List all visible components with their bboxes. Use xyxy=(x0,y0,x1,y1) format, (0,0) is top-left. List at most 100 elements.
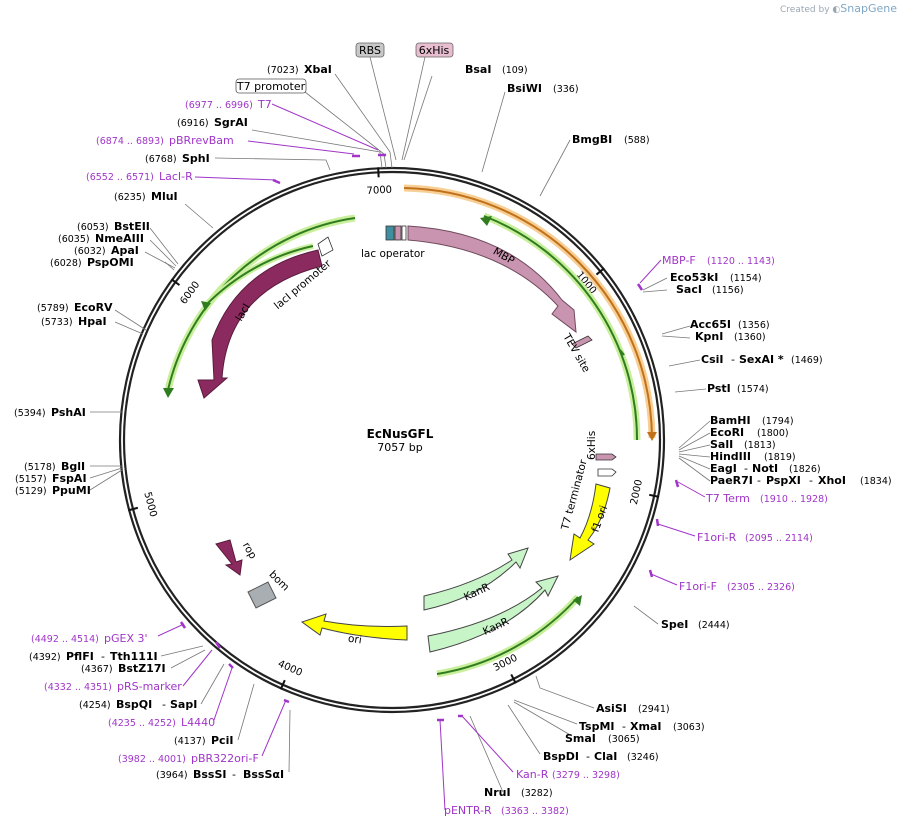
svg-text:(3282): (3282) xyxy=(521,788,553,799)
svg-text:(6768): (6768) xyxy=(145,154,177,165)
enzyme-fspai: FspAI xyxy=(52,472,87,485)
tick-label: 2000 xyxy=(629,479,645,506)
tick-mark xyxy=(279,679,286,690)
enzyme-hpai: HpaI xyxy=(78,315,107,328)
enzyme-labels-right: BsaI(109) BsiWI(336) BmgBI(588) Eco53kI(… xyxy=(465,63,892,799)
tick-label: 5000 xyxy=(141,491,158,518)
watermark: Created by ◐SnapGene xyxy=(780,2,897,15)
feature-laci xyxy=(197,249,323,399)
primer-leader-lines xyxy=(157,103,706,811)
enzyme-hindiii: HindIII xyxy=(710,450,751,463)
enzyme-bsssi: BssSI xyxy=(193,768,227,781)
enzyme-ecorv: EcoRV xyxy=(74,301,113,314)
svg-text:(1120 .. 1143): (1120 .. 1143) xyxy=(707,256,775,267)
snapgene-logo-icon: ◐ xyxy=(832,5,841,15)
svg-text:(5178): (5178) xyxy=(24,462,56,473)
primer-kan-r: Kan-R xyxy=(516,768,549,781)
watermark-prefix: Created by xyxy=(780,5,830,15)
enzyme-sphi: SphI xyxy=(182,152,210,165)
primer-pgex-3: pGEX 3' xyxy=(104,632,148,645)
feature-mbp xyxy=(407,225,577,334)
tick-mark xyxy=(170,278,181,286)
enzyme-leader-lines xyxy=(89,73,711,793)
enzyme-eagi: EagI xyxy=(710,462,737,475)
primer-pbrrevbam: pBRrevBam xyxy=(169,134,234,147)
svg-text:(5394): (5394) xyxy=(14,408,46,419)
enzyme-bmgbi: BmgBI xyxy=(572,133,612,146)
svg-text:(6916): (6916) xyxy=(177,118,209,129)
orf-arcs xyxy=(163,184,657,678)
enzyme-ecori: EcoRI xyxy=(710,426,744,439)
svg-text:(6977 .. 6996): (6977 .. 6996) xyxy=(185,100,253,111)
enzyme-apai: ApaI xyxy=(111,244,139,257)
enzyme-bsai: BsaI xyxy=(465,63,491,76)
feature-laci-promoter xyxy=(317,236,334,257)
svg-text:-: - xyxy=(731,353,735,366)
enzyme-pshai: PshAI xyxy=(51,406,86,419)
enzyme-pcii: PciI xyxy=(211,734,233,747)
svg-text:(4254): (4254) xyxy=(79,700,111,711)
enzyme-nmeaiii: NmeAIII xyxy=(95,232,144,245)
tag-6xhis-box xyxy=(415,42,454,58)
primer-prs-marker: pRS-marker xyxy=(117,680,182,693)
enzyme-bspdi: BspDI xyxy=(543,750,579,763)
primer-l4440: L4440 xyxy=(181,716,215,729)
svg-text:(109): (109) xyxy=(502,65,528,76)
tick-label: 6000 xyxy=(178,280,202,307)
t7-promoter-label: T7 promoter xyxy=(236,80,306,93)
enzyme-smai: SmaI xyxy=(565,732,596,745)
svg-text:(3982 .. 4001): (3982 .. 4001) xyxy=(118,754,186,765)
features xyxy=(197,225,617,653)
enzyme-eco53ki: Eco53kI xyxy=(670,271,718,284)
enzyme-bsssalphai: BssSαI xyxy=(243,768,284,781)
svg-text:(588): (588) xyxy=(624,135,650,146)
enzyme-sali: SalI xyxy=(710,438,733,451)
label-rop: rop xyxy=(240,540,259,561)
enzyme-acc65i: Acc65I xyxy=(690,318,731,331)
svg-text:(1819): (1819) xyxy=(764,452,796,463)
svg-text:(1360): (1360) xyxy=(734,332,766,343)
enzyme-xbai: XbaI xyxy=(304,63,332,76)
feature-tev-site xyxy=(571,335,593,349)
svg-text:(5129): (5129) xyxy=(15,486,47,497)
svg-text:(1813): (1813) xyxy=(744,440,776,451)
enzyme-sapi: SapI xyxy=(170,698,197,711)
svg-text:(6053): (6053) xyxy=(77,222,109,233)
tick-mark xyxy=(127,506,139,512)
svg-text:(6874 .. 6893): (6874 .. 6893) xyxy=(96,136,164,147)
svg-text:(2095 .. 2114): (2095 .. 2114) xyxy=(745,533,813,544)
svg-text:-: - xyxy=(744,462,748,475)
feature-kanr-2 xyxy=(427,575,559,653)
enzyme-csii: CsiI xyxy=(701,353,723,366)
enzyme-saci: SacI xyxy=(676,283,702,296)
svg-text:(3246): (3246) xyxy=(627,752,659,763)
svg-text:(6552 .. 6571): (6552 .. 6571) xyxy=(86,172,154,183)
primer-mbp-f: MBP-F xyxy=(662,254,696,267)
enzyme-xhoi: XhoI xyxy=(818,474,846,487)
svg-text:-: - xyxy=(232,768,236,781)
enzyme-bstz17i: BstZ17I xyxy=(118,662,166,675)
tick-mark xyxy=(377,167,380,178)
feature-bom xyxy=(247,581,277,609)
label-t7-terminator: T7 terminator xyxy=(559,458,590,533)
primer-t7-term: T7 Term xyxy=(705,492,750,505)
svg-text:(6028): (6028) xyxy=(50,258,82,269)
plasmid-name: EcNusGFL xyxy=(367,427,434,441)
feature-t7-terminator xyxy=(597,468,617,477)
enzyme-kpni: KpnI xyxy=(695,330,723,343)
svg-text:(6032): (6032) xyxy=(74,246,106,257)
primer-labels: (6977 .. 6996)T7 (6874 .. 6893)pBRrevBam… xyxy=(31,98,828,817)
label-lac-operator: lac operator xyxy=(361,248,425,260)
primer-pentr-r: pENTR-R xyxy=(444,804,492,817)
enzyme-asisi: AsiSI xyxy=(596,702,627,715)
enzyme-pspxi: PspXI xyxy=(766,474,801,487)
primer-pbr322ori-f: pBR322ori-F xyxy=(191,752,259,765)
feature-6xhis-small xyxy=(595,453,617,461)
svg-text:(6235): (6235) xyxy=(114,192,146,203)
feature-kanr-1 xyxy=(423,547,529,611)
svg-text:-: - xyxy=(586,750,590,763)
svg-text:-: - xyxy=(809,474,813,487)
svg-text:(4492 .. 4514): (4492 .. 4514) xyxy=(31,634,99,645)
